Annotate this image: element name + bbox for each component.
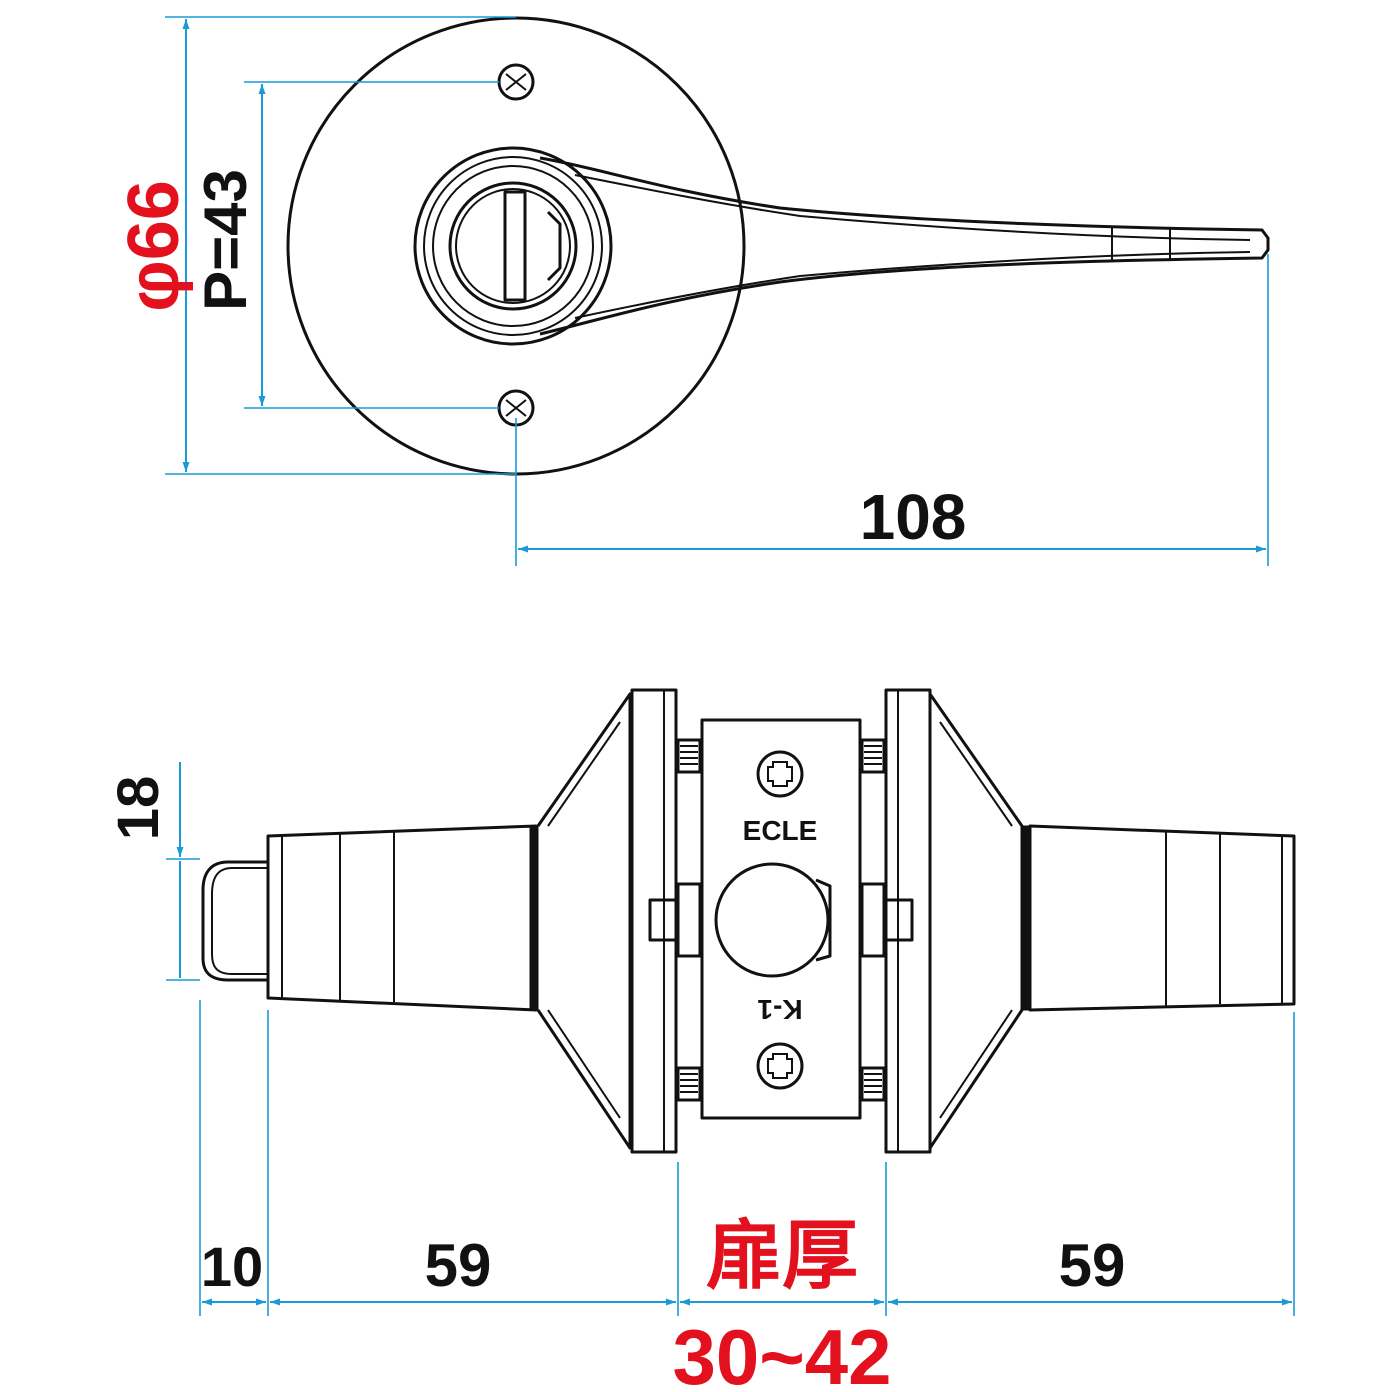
rose-plate (286, 16, 746, 476)
left-length-label: 59 (425, 1232, 492, 1299)
latch-model-text: K-1 (757, 994, 802, 1025)
door-thickness-range: 30~42 (672, 1313, 891, 1392)
lever-arm-inner-line (574, 174, 1251, 241)
hub-outer-ring (413, 146, 613, 346)
left-rose-taper (536, 692, 632, 1150)
latch-screw-bottom (756, 1042, 804, 1090)
left-rose-plate (630, 688, 678, 1154)
right-lever-neck (1028, 824, 1296, 1012)
spindle-notch (546, 210, 562, 282)
hub-cylinder (448, 181, 578, 311)
spindle-slot (503, 190, 527, 302)
button-height-label: 18 (106, 776, 171, 841)
top-view: φ66 P=43 108 (114, 16, 1270, 566)
lever-arm (539, 156, 1270, 336)
door-thickness-title: 扉厚 (706, 1214, 858, 1299)
lever-length-label: 108 (860, 481, 967, 553)
rose-diameter-label: φ66 (114, 180, 194, 312)
latch-brand-text: ECLE (743, 815, 818, 846)
lever-arm-inner-line-lower (574, 251, 1251, 319)
screw-pitch-label: P=43 (192, 169, 259, 311)
latch-face-plate (700, 718, 862, 1120)
side-view: ECLE K-1 18 (106, 688, 1296, 1392)
screw-head-top (497, 63, 535, 101)
hub-ring-inner (432, 165, 594, 327)
latch-screw-top (756, 750, 804, 798)
latch-spindle-hole (714, 862, 830, 978)
right-rose-plate (884, 688, 932, 1154)
right-length-label: 59 (1059, 1232, 1126, 1299)
hub-ring (423, 156, 603, 336)
right-rose-taper (928, 693, 1024, 1149)
left-lever-neck (266, 824, 538, 1012)
hub-cylinder-inner (455, 188, 571, 304)
privacy-push-button (201, 860, 268, 982)
button-length-label: 10 (201, 1235, 263, 1298)
